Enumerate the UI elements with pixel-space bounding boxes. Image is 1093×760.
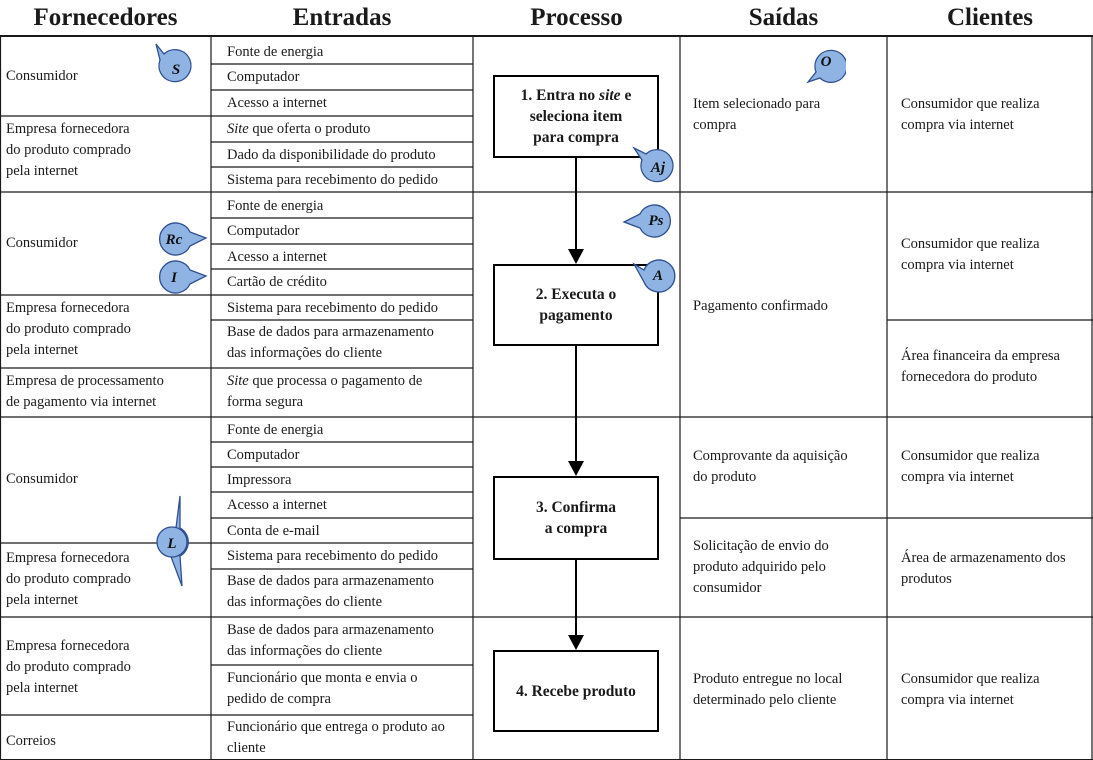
input-cell: Sistema para recebimento do pedido xyxy=(227,300,438,316)
header-saidas: Saídas xyxy=(748,4,819,31)
supplier-cell: Consumidor xyxy=(6,471,78,487)
input-cell: Fonte de energia xyxy=(227,422,324,438)
header-processo: Processo xyxy=(530,4,623,31)
bubble-label: Aj xyxy=(650,160,666,176)
input-cell: Cartão de crédito xyxy=(227,274,327,290)
input-cell: Acesso a internet xyxy=(227,249,327,265)
bubble-label: L xyxy=(166,536,176,552)
supplier-cell: Consumidor xyxy=(6,68,78,84)
callout-bubble-i: I xyxy=(158,260,208,294)
input-cell: Computador xyxy=(227,69,300,85)
input-cell: Site que oferta o produto xyxy=(227,121,371,137)
header-fornecedores: Fornecedores xyxy=(33,4,178,31)
process-step-4: 4. Recebe produto xyxy=(493,650,659,732)
callout-bubble-o: O xyxy=(806,49,846,84)
input-cell: Impressora xyxy=(227,472,292,488)
bubble-label: S xyxy=(172,62,180,78)
callout-bubble-ps: Ps xyxy=(622,204,672,238)
supplier-cell: Correios xyxy=(6,733,56,749)
callout-bubble-l: L xyxy=(156,495,189,587)
input-cell: Sistema para recebimento do pedido xyxy=(227,548,438,564)
input-cell: Fonte de energia xyxy=(227,44,324,60)
header-entradas: Entradas xyxy=(292,4,392,31)
input-cell: Sistema para recebimento do pedido xyxy=(227,172,438,188)
bubble-label: A xyxy=(652,268,663,284)
callout-bubble-s: S xyxy=(155,43,192,83)
bubble-label: Rc xyxy=(165,232,183,248)
header-clientes: Clientes xyxy=(946,4,1034,31)
callout-bubble-aj: Aj xyxy=(632,146,674,183)
input-cell: Computador xyxy=(227,223,300,239)
input-cell: Conta de e-mail xyxy=(227,523,320,539)
bubble-label: O xyxy=(821,54,832,70)
bubble-label: I xyxy=(170,270,178,286)
callout-bubble-rc: Rc xyxy=(158,222,208,256)
output-cell: Pagamento confirmado xyxy=(693,298,828,314)
callout-bubble-a: A xyxy=(632,259,676,293)
bubble-label: Ps xyxy=(649,213,664,229)
input-cell: Acesso a internet xyxy=(227,95,327,111)
supplier-cell: Consumidor xyxy=(6,235,78,251)
input-cell: Computador xyxy=(227,447,300,463)
input-cell: Fonte de energia xyxy=(227,198,324,214)
input-cell: Dado da disponibilidade do produto xyxy=(227,147,436,163)
input-cell: Acesso a internet xyxy=(227,497,327,513)
